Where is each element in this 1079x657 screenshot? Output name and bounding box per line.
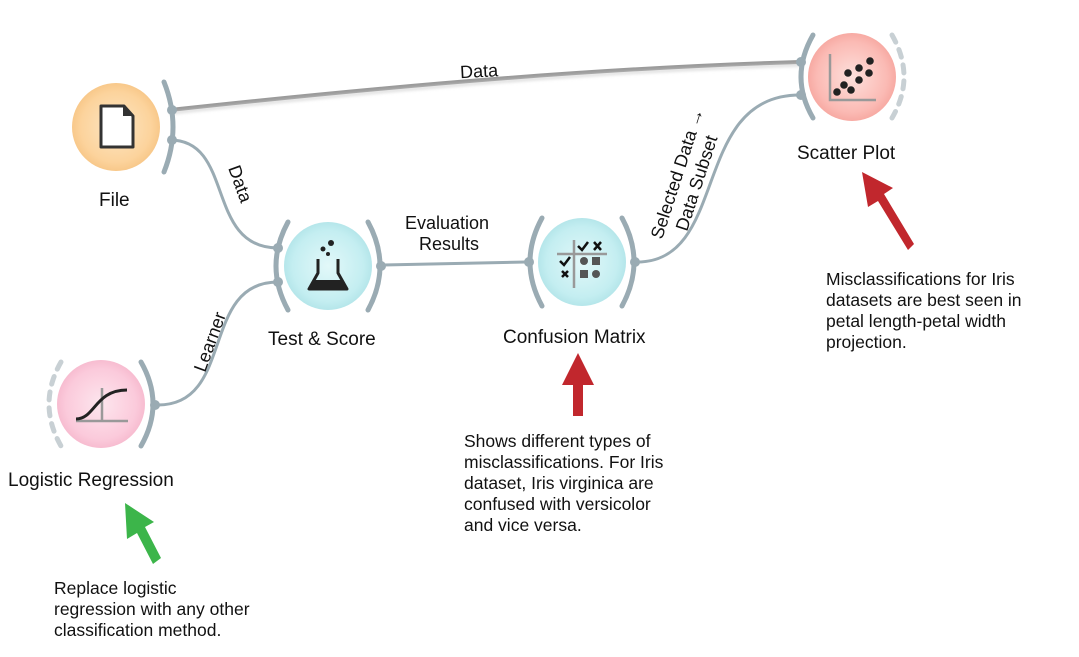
confusion-matrix-icon [557,240,607,288]
input-port[interactable] [273,243,283,253]
link-label-file-test: Data [224,163,256,206]
annotation-line: petal length-petal width [826,311,1006,331]
annotation-line: projection. [826,332,907,352]
annotation-line: Misclassifications for Iris [826,269,1015,289]
output-port[interactable] [167,105,177,115]
node-scatter-plot[interactable] [796,32,907,121]
annotation-line: and vice versa. [464,515,582,535]
flask-icon [307,240,349,291]
node-label-test-score: Test & Score [268,329,376,350]
arrow-logreg-note [125,503,161,564]
annotation-line: misclassifications. For Iris [464,452,664,472]
annotation-scatter: Misclassifications for Iris datasets are… [826,269,1022,353]
link-test-confusion[interactable] [382,260,527,267]
link-file-scatter[interactable] [169,60,801,112]
output-channel-inactive [889,32,907,121]
links [157,60,801,407]
input-port[interactable] [524,257,534,267]
node-test-score[interactable] [273,219,386,313]
link-label-file-scatter: Data [460,60,500,82]
input-channel-inactive [46,359,64,449]
link-confusion-scatter[interactable] [636,93,801,264]
annotation-line: datasets are best seen in [826,290,1022,310]
annotation-confusion: Shows different types of misclassificati… [464,431,663,536]
annotation-line: Replace logistic [54,578,177,598]
node-label-scatter-plot: Scatter Plot [797,143,896,164]
input-port[interactable] [273,277,283,287]
link-label-eval-2: Results [419,234,479,254]
input-channel[interactable] [273,219,291,313]
input-port[interactable] [796,90,806,100]
output-port[interactable] [167,135,177,145]
document-icon [99,104,135,149]
annotation-line: Shows different types of [464,431,651,451]
input-port[interactable] [796,57,806,67]
node-label-file: File [99,190,130,211]
output-channel[interactable] [161,79,176,175]
node-file[interactable] [72,79,177,175]
link-file-scatter-shadow [169,64,801,114]
link-label-logreg-test: Learner [190,309,230,374]
link-file-test[interactable] [169,138,279,250]
output-port[interactable] [630,257,640,267]
annotation-line: regression with any other [54,599,250,619]
output-port[interactable] [150,400,160,410]
link-logreg-test[interactable] [157,280,279,407]
output-port[interactable] [376,261,386,271]
annotation-line: confused with versicolor [464,494,651,514]
input-channel[interactable] [798,32,816,121]
arrow-confusion-note [562,353,594,416]
annotation-line: classification method. [54,620,222,640]
node-label-logistic-regression: Logistic Regression [8,470,174,491]
arrow-scatter-note [862,172,914,250]
link-label-eval-1: Evaluation [405,213,489,233]
annotation-line: dataset, Iris virginica are [464,473,654,493]
node-logistic-regression[interactable] [46,359,160,449]
node-confusion-matrix[interactable] [524,215,640,309]
node-label-confusion-matrix: Confusion Matrix [503,327,646,348]
sigmoid-curve-icon [75,388,128,423]
annotation-logreg: Replace logistic regression with any oth… [54,578,250,641]
scatter-plot-icon [828,54,876,102]
